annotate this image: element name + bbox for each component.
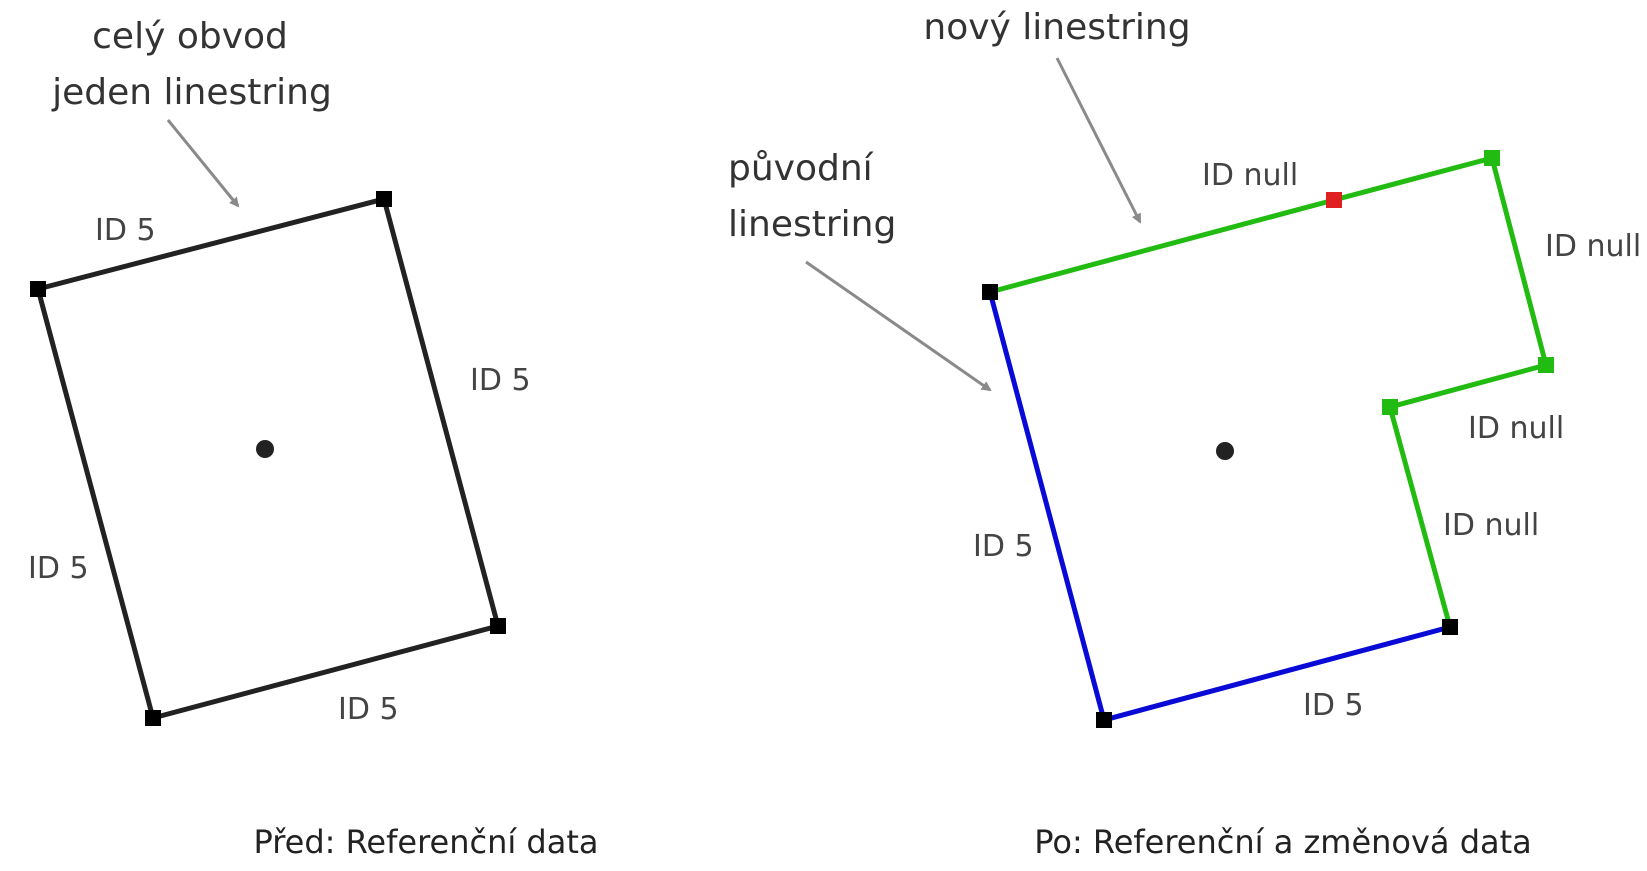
segment-label-notch: ID null [1468,411,1564,446]
original-linestring [987,291,1451,724]
note-original: původní [728,148,874,189]
new-vertex [1538,357,1554,373]
arrow-icon [805,260,992,392]
note-one-linestring: jeden linestring [51,72,332,113]
caption-after: Po: Referenční a změnová data [1034,823,1532,861]
vertex [982,284,998,300]
vertex [30,281,46,297]
note-original-linestring: linestring [728,204,896,245]
changed-panel: ID null ID null ID null ID null ID 5 ID … [728,7,1641,861]
segment-label-right-upper: ID null [1545,229,1641,264]
note-new-linestring: nový linestring [923,7,1190,48]
new-vertex [1484,150,1500,166]
segment-label-left: ID 5 [973,529,1034,564]
caption-before: Před: Referenční data [253,823,598,861]
segment-label-right: ID 5 [470,363,531,398]
split-vertex [1326,192,1342,208]
centroid-point [256,440,274,458]
segment-label-left: ID 5 [28,551,89,586]
vertex [490,618,506,634]
vertex [1442,619,1458,635]
segment-label-top: ID 5 [95,213,156,248]
segment-label-bottom: ID 5 [338,692,399,727]
vertex [376,191,392,207]
segment-label-top: ID null [1202,158,1298,193]
reference-linestring [34,195,502,722]
new-vertex [1382,399,1398,415]
vertex [145,710,161,726]
arrow-icon [1055,57,1142,224]
reference-panel: ID 5 ID 5 ID 5 ID 5 celý obvod jeden lin… [28,16,599,861]
vertex [1096,712,1112,728]
segment-label-right-lower: ID null [1443,508,1539,543]
centroid-point [1216,442,1234,460]
segment-label-bottom: ID 5 [1303,688,1364,723]
new-linestring [989,154,1550,628]
note-whole-perimeter: celý obvod [92,16,288,57]
arrow-icon [166,119,240,208]
